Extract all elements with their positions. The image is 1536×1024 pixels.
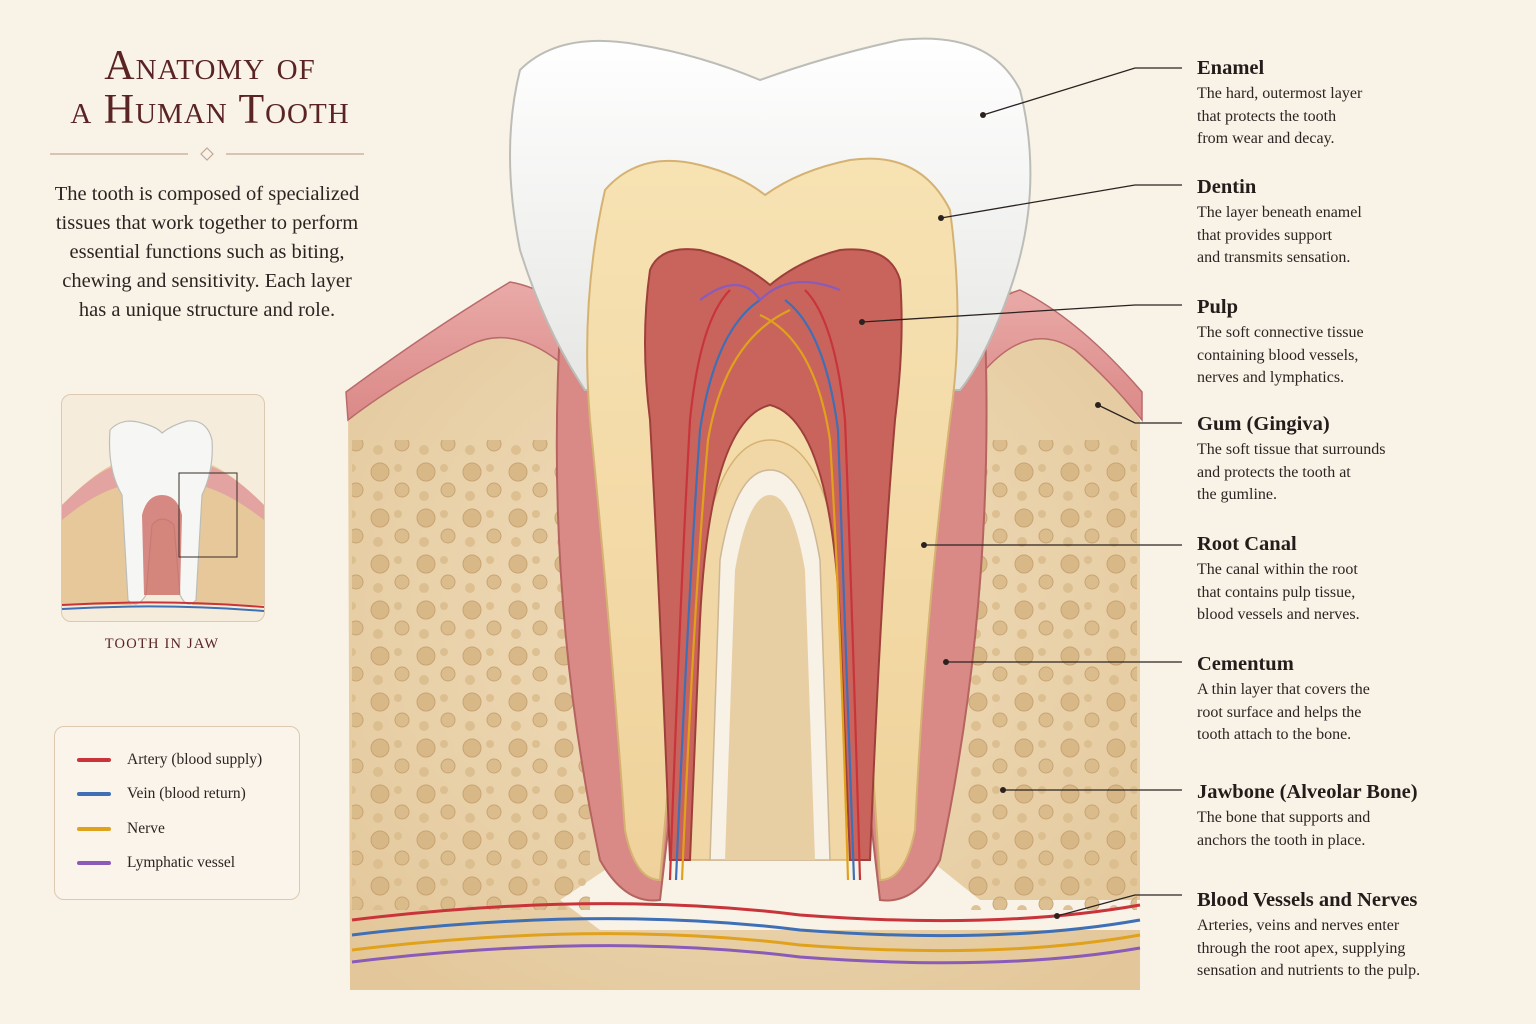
label-description: The soft tissue that surrounds and prote…	[1197, 439, 1517, 507]
legend-item-nerve: Nerve	[77, 818, 165, 840]
legend-item-lymphatic: Lymphatic vessel	[77, 852, 235, 874]
nerve-swatch	[77, 827, 111, 831]
label-title: Gum (Gingiva)	[1197, 413, 1330, 435]
lymphatic-swatch	[77, 861, 111, 865]
label-desc-line: The canal within the root	[1197, 561, 1358, 578]
legend: Artery (blood supply) Vein (blood return…	[54, 726, 300, 900]
legend-label: Artery (blood supply)	[127, 751, 263, 768]
label-enamel: Enamel The hard, outermost layer that pr…	[1197, 56, 1517, 151]
intro-line-4: chewing and sensitivity. Each layer	[62, 270, 352, 292]
label-cementum: Cementum A thin layer that covers the ro…	[1197, 652, 1517, 747]
label-gum: Gum (Gingiva) The soft tissue that surro…	[1197, 412, 1517, 507]
label-title: Root Canal	[1197, 533, 1297, 555]
label-desc-line: The bone that supports and	[1197, 809, 1371, 826]
title-line-2: a Human Tooth	[70, 87, 350, 133]
label-desc-line: Arteries, veins and nerves enter	[1197, 917, 1400, 934]
intro-line-3: essential functions such as biting,	[69, 241, 345, 263]
label-root-canal: Root Canal The canal within the root tha…	[1197, 532, 1517, 627]
intro-paragraph: The tooth is composed of specialized tis…	[36, 180, 378, 325]
pulp-chamber	[644, 248, 903, 861]
label-desc-line: A thin layer that covers the	[1197, 681, 1370, 698]
inner-bone-arch	[725, 495, 815, 860]
base-vessels	[351, 902, 1141, 965]
legend-item-vein: Vein (blood return)	[77, 783, 246, 805]
label-description: The soft connective tissue containing bl…	[1197, 322, 1517, 390]
label-desc-line: from wear and decay.	[1197, 130, 1335, 147]
artery-swatch	[77, 758, 111, 762]
label-jawbone: Jawbone (Alveolar Bone) The bone that su…	[1197, 780, 1517, 852]
label-desc-line: The soft tissue that surrounds	[1197, 441, 1386, 458]
label-desc-line: tooth attach to the bone.	[1197, 726, 1352, 743]
label-title: Cementum	[1197, 653, 1294, 675]
label-desc-line: sensation and nutrients to the pulp.	[1197, 962, 1421, 979]
label-description: The layer beneath enamel that provides s…	[1197, 202, 1517, 270]
label-title: Blood Vessels and Nerves	[1197, 889, 1418, 911]
title-divider-ornament	[50, 147, 364, 161]
inset-illustration	[62, 420, 264, 612]
bone-texture-right	[965, 440, 1137, 910]
leader-dots	[859, 112, 1101, 919]
label-desc-line: blood vessels and nerves.	[1197, 606, 1360, 623]
label-desc-line: that contains pulp tissue,	[1197, 583, 1356, 601]
label-description: The canal within the root that contains …	[1197, 559, 1517, 627]
legend-label: Lymphatic vessel	[127, 854, 236, 871]
label-description: The bone that supports and anchors the t…	[1197, 807, 1517, 852]
label-pulp: Pulp The soft connective tissue containi…	[1197, 295, 1517, 390]
label-blood-vessels-nerves: Blood Vessels and Nerves Arteries, veins…	[1197, 888, 1517, 983]
label-desc-line: anchors the tooth in place.	[1197, 831, 1366, 849]
intro-line-5: has a unique structure and role.	[78, 299, 336, 321]
label-desc-line: and protects the tooth at	[1197, 463, 1351, 481]
label-desc-line: root surface and helps the	[1197, 703, 1362, 721]
label-description: A thin layer that covers the root surfac…	[1197, 679, 1517, 747]
legend-label: Nerve	[127, 820, 165, 837]
intro-line-1: The tooth is composed of specialized	[54, 183, 360, 205]
label-desc-line: containing blood vessels,	[1197, 346, 1359, 364]
vein-swatch	[77, 792, 111, 796]
label-dentin: Dentin The layer beneath enamel that pro…	[1197, 175, 1517, 270]
title-block: Anatomy of a Human Tooth	[20, 44, 400, 132]
label-desc-line: the gumline.	[1197, 486, 1277, 503]
label-desc-line: The hard, outermost layer	[1197, 85, 1363, 102]
label-description: The hard, outermost layer that protects …	[1197, 83, 1517, 151]
legend-label: Vein (blood return)	[127, 785, 246, 802]
label-desc-line: The layer beneath enamel	[1197, 204, 1362, 221]
title-line-1: Anatomy of	[104, 43, 316, 89]
label-title: Enamel	[1197, 57, 1265, 79]
inset-caption: TOOTH IN JAW	[104, 636, 220, 652]
label-desc-line: The soft connective tissue	[1197, 324, 1364, 341]
legend-item-artery: Artery (blood supply)	[77, 749, 262, 771]
intro-line-2: tissues that work together to perform	[55, 212, 359, 234]
label-desc-line: that provides support	[1197, 226, 1333, 244]
label-title: Jawbone (Alveolar Bone)	[1197, 781, 1418, 803]
label-desc-line: nerves and lymphatics.	[1197, 369, 1345, 386]
label-desc-line: and transmits sensation.	[1197, 249, 1351, 266]
label-desc-line: that protects the tooth	[1197, 107, 1337, 125]
label-description: Arteries, veins and nerves enter through…	[1197, 915, 1517, 983]
bone-texture-left	[352, 440, 590, 910]
label-title: Pulp	[1197, 296, 1239, 318]
label-desc-line: through the root apex, supplying	[1197, 939, 1406, 957]
pulp-vessels	[668, 280, 862, 881]
tooth-in-jaw-inset	[61, 394, 265, 622]
leader-lines	[861, 67, 1182, 917]
label-title: Dentin	[1197, 176, 1257, 198]
